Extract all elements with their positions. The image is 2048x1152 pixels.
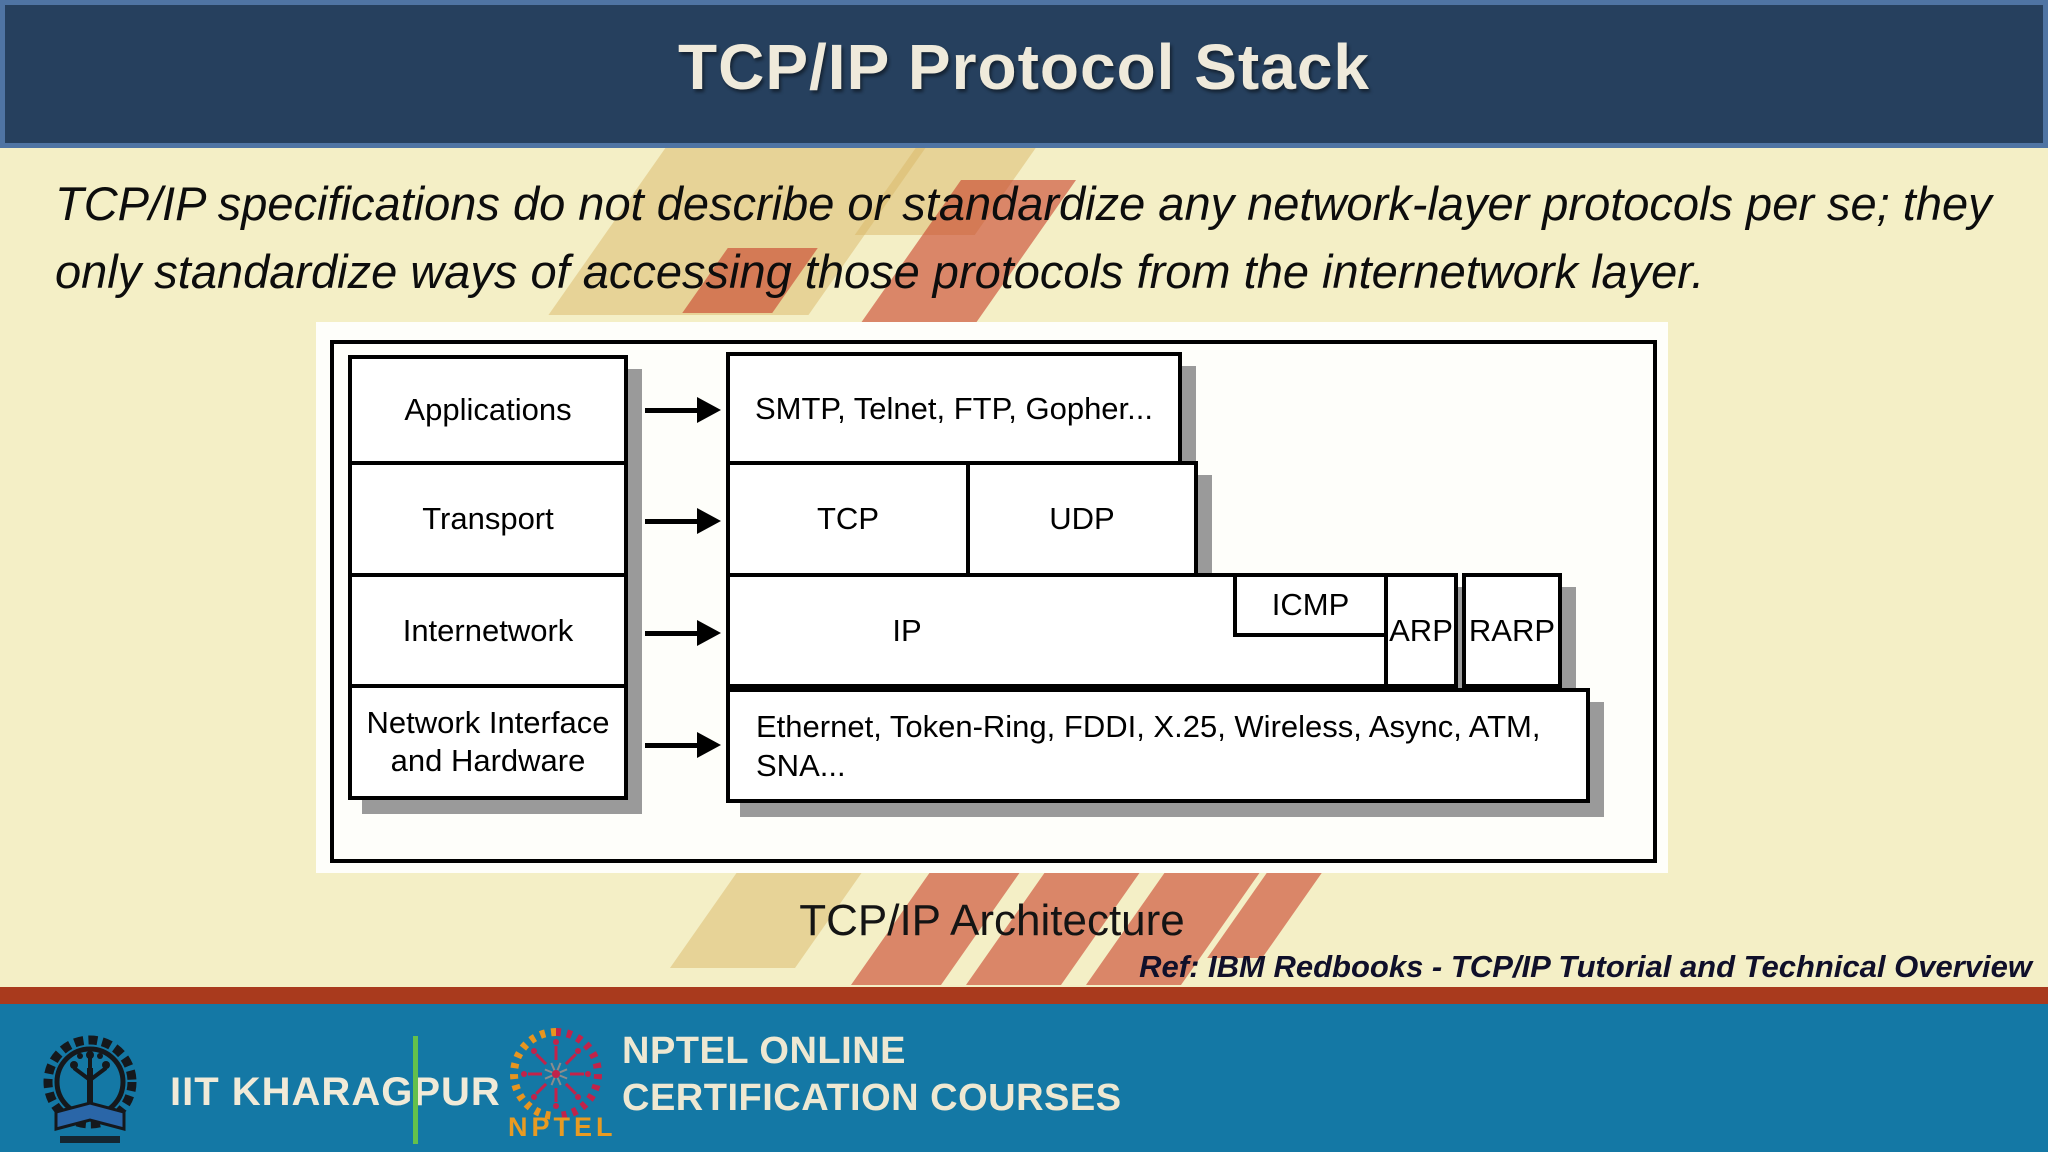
protocol-label: Ethernet, Token-Ring, FDDI, X.25, Wirele… — [756, 708, 1541, 744]
arrow-right-icon — [645, 732, 721, 758]
protocol-label: SMTP, Telnet, FTP, Gopher... — [754, 390, 1154, 426]
protocol-box-icmp: ICMP — [1233, 573, 1388, 637]
protocol-label: ICMP — [1271, 587, 1350, 622]
protocol-label: TCP — [817, 501, 879, 536]
protocol-box-rarp: RARP — [1462, 573, 1562, 688]
layer-label: Network Interface — [366, 705, 610, 740]
layer-box-internetwork: Internetwork — [348, 573, 628, 688]
iit-kharagpur-logo-icon — [43, 1035, 137, 1143]
body-line-1: TCP/IP specifications do not describe or… — [55, 177, 1992, 230]
layer-label: Applications — [404, 392, 572, 427]
protocol-box-applications: SMTP, Telnet, FTP, Gopher... — [726, 352, 1182, 465]
arrow-right-icon — [645, 508, 721, 534]
arrow-right-icon — [645, 620, 721, 646]
nptel-line-2: CERTIFICATION COURSES — [622, 1077, 1122, 1119]
institute-name: IIT KHARAGPUR — [170, 1070, 501, 1114]
accent-bar — [0, 987, 2048, 1004]
diagram-caption: TCP/IP Architecture — [799, 896, 1185, 945]
title-bar: TCP/IP Protocol Stack — [0, 0, 2048, 148]
body-paragraph: TCP/IP specifications do not describe or… — [55, 170, 2005, 306]
protocol-box-tcp: TCP — [726, 461, 970, 577]
layer-box-transport: Transport — [348, 461, 628, 577]
layer-label: Internetwork — [402, 612, 574, 648]
protocol-label: SNA... — [756, 747, 846, 783]
protocol-label: ARP — [1389, 612, 1453, 648]
nptel-course-title: NPTEL ONLINE CERTIFICATION COURSES — [622, 1028, 1122, 1122]
arrow-right-icon — [645, 397, 721, 423]
diagram-frame — [330, 340, 1657, 863]
nptel-wordmark: NPTEL — [508, 1112, 617, 1142]
protocol-label: RARP — [1468, 612, 1556, 648]
protocol-box-network-hardware: Ethernet, Token-Ring, FDDI, X.25, Wirele… — [726, 688, 1590, 803]
divider-line — [413, 1036, 418, 1144]
layer-box-network-interface: Network Interface and Hardware — [348, 684, 628, 800]
footer-bar: IIT KHARAGPUR — [0, 1004, 2048, 1152]
layer-label: and Hardware — [390, 743, 586, 778]
layer-box-applications: Applications — [348, 355, 628, 465]
nptel-line-1: NPTEL ONLINE — [622, 1030, 906, 1072]
protocol-box-udp: UDP — [966, 461, 1198, 577]
layer-label: Transport — [422, 501, 554, 536]
protocol-label: IP — [892, 612, 922, 648]
reference-text: Ref: IBM Redbooks - TCP/IP Tutorial and … — [1139, 949, 2032, 984]
diagram-panel: Applications Transport Internetwork Netw… — [316, 322, 1668, 873]
protocol-label: UDP — [1049, 501, 1115, 536]
protocol-box-arp: ARP — [1384, 573, 1458, 688]
nptel-logo-icon — [510, 1028, 602, 1120]
body-line-2: only standardize ways of accessing those… — [55, 245, 1705, 298]
slide-title: TCP/IP Protocol Stack — [678, 31, 1370, 103]
